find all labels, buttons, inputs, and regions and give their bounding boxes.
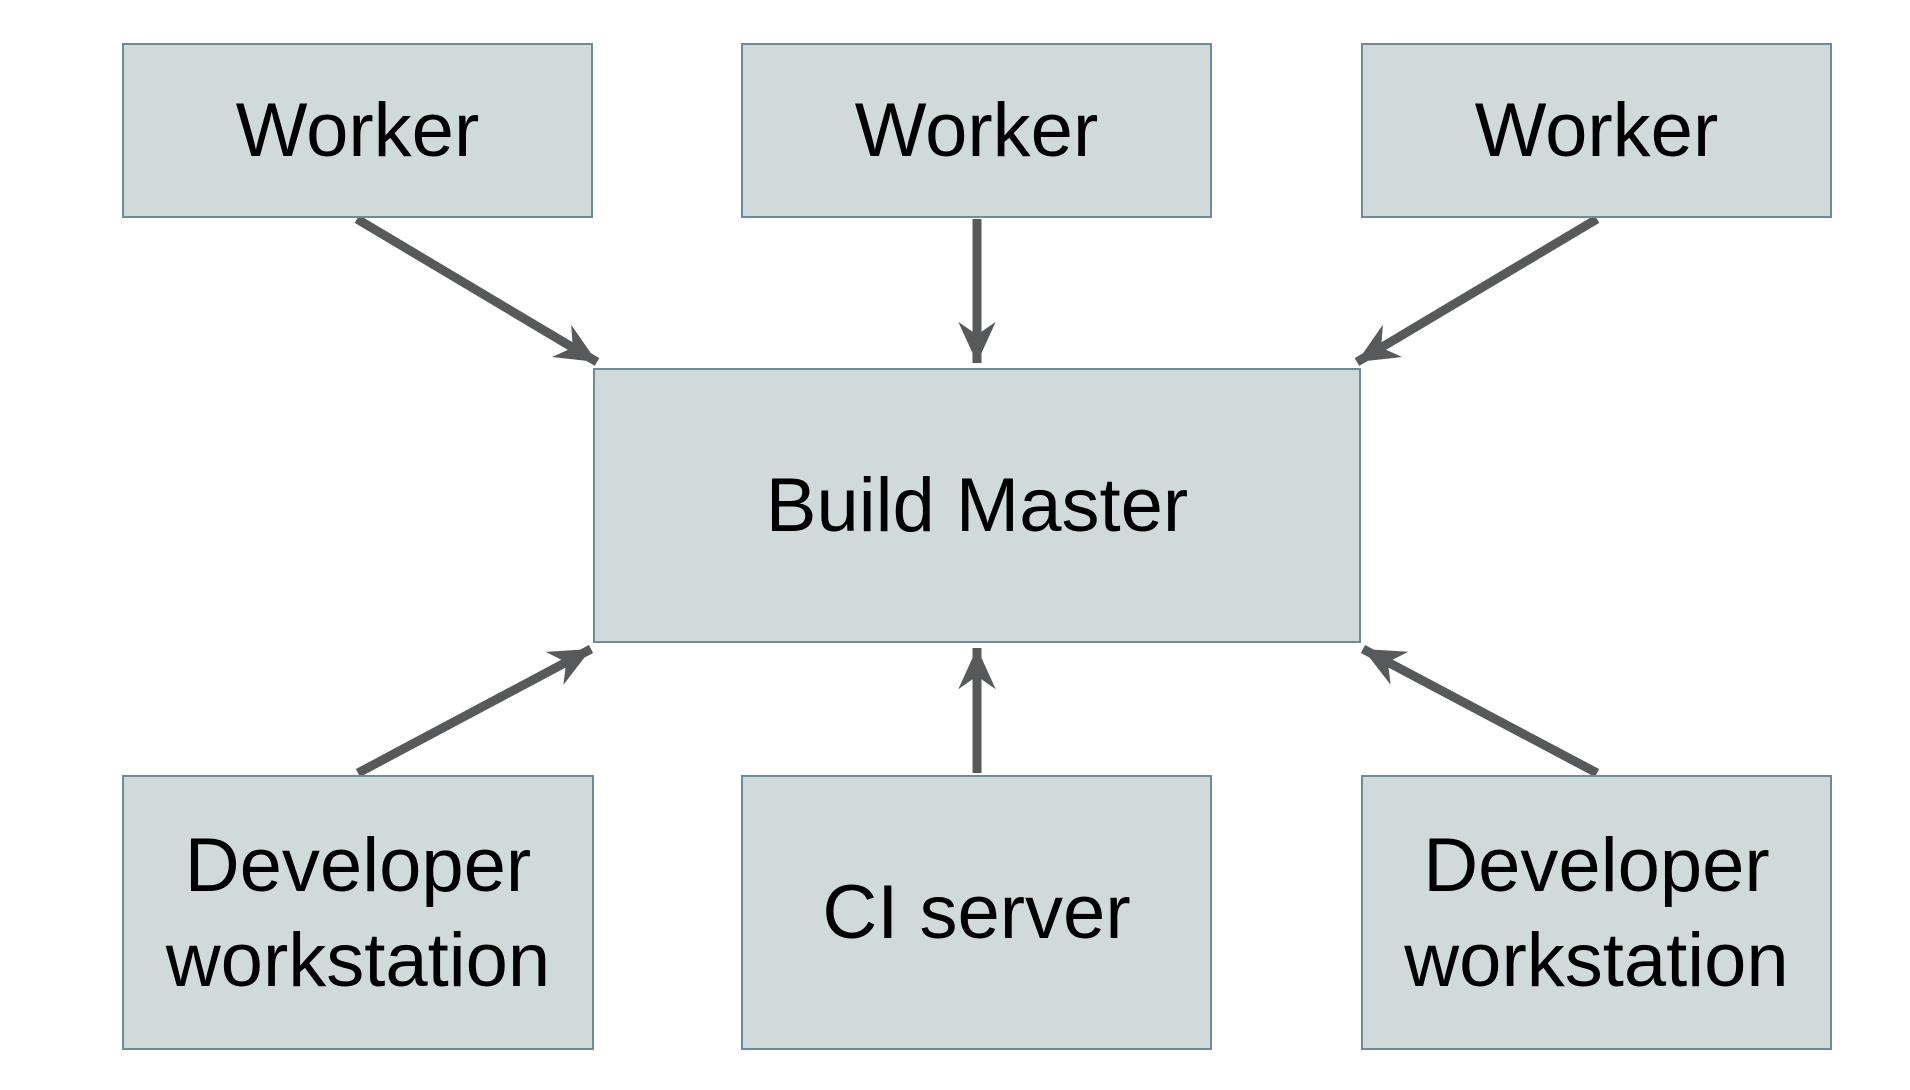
node-worker-3: Worker [1361, 43, 1832, 218]
node-ci-server: CI server [741, 775, 1212, 1050]
arrow-developer-workstation-2-to-build-master [1360, 645, 1600, 777]
node-build-master-label: Build Master [765, 463, 1189, 548]
node-worker-3-label: Worker [1474, 88, 1719, 173]
node-build-master: Build Master [593, 368, 1361, 643]
node-developer-workstation-2: Developer workstation [1361, 775, 1832, 1050]
arrow-worker-1-to-build-master [354, 215, 600, 366]
node-developer-workstation-2-label: Developer workstation [1404, 822, 1789, 1003]
node-ci-server-label: CI server [822, 870, 1131, 955]
node-worker-1: Worker [122, 43, 593, 218]
node-worker-2: Worker [741, 43, 1212, 218]
node-developer-workstation-1: Developer workstation [122, 775, 594, 1050]
arrow-developer-workstation-1-to-build-master [355, 645, 594, 777]
arrow-worker-3-to-build-master [1354, 215, 1600, 366]
node-worker-1-label: Worker [235, 88, 480, 173]
node-developer-workstation-1-label: Developer workstation [165, 822, 551, 1003]
node-worker-2-label: Worker [854, 88, 1099, 173]
